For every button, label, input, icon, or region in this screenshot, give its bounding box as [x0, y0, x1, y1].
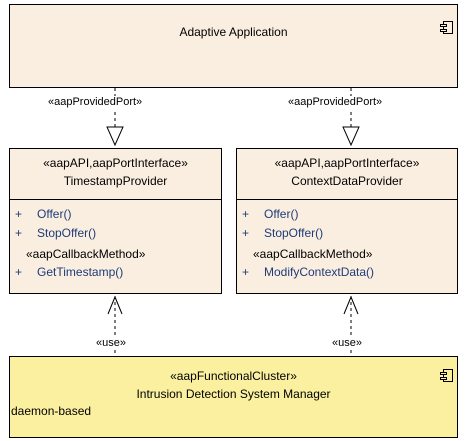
use-label-1: «use»	[94, 337, 128, 350]
compartment-divider	[237, 199, 457, 200]
visibility-marker: +	[15, 207, 23, 221]
provided-port-label-2: «aapProvidedPort»	[288, 96, 383, 109]
visibility-marker: +	[242, 207, 250, 221]
callback-stereotype: «aapCallbackMethod»	[26, 247, 146, 261]
operation-name: ModifyContextData()	[264, 265, 375, 279]
component-icon	[440, 369, 453, 382]
use-arrow-2	[343, 295, 359, 315]
operation-name: StopOffer()	[37, 226, 97, 240]
interface-timestamp-provider: «aapAPI,aapPortInterface» TimestampProvi…	[9, 148, 222, 294]
use-arrow-1	[107, 295, 123, 315]
realization-arrow-1	[106, 126, 124, 147]
component-icon	[440, 21, 453, 34]
application-title: Adaptive Application	[179, 25, 288, 39]
visibility-marker: +	[242, 226, 250, 240]
interface-name: TimestampProvider	[63, 174, 168, 188]
visibility-marker: +	[242, 265, 250, 279]
operation-name: StopOffer()	[264, 226, 324, 240]
operation-name: Offer()	[264, 207, 299, 221]
compartment-divider	[10, 199, 221, 200]
operation-name: Offer()	[37, 207, 72, 221]
realization-arrow-2	[342, 126, 360, 147]
provided-port-label-1: «aapProvidedPort»	[48, 96, 143, 109]
use-label-2: «use»	[330, 337, 364, 350]
visibility-marker: +	[15, 265, 23, 279]
functional-cluster-component: «aapFunctionalCluster» Intrusion Detecti…	[9, 356, 458, 438]
cluster-name: Intrusion Detection System Manager	[136, 387, 331, 401]
interface-context-data-provider: «aapAPI,aapPortInterface» ContextDataPro…	[236, 148, 458, 294]
callback-stereotype: «aapCallbackMethod»	[253, 247, 373, 261]
visibility-marker: +	[15, 226, 23, 240]
interface-name: ContextDataProvider	[291, 174, 403, 188]
interface-stereotype: «aapAPI,aapPortInterface»	[274, 156, 420, 170]
operation-name: GetTimestamp()	[37, 265, 124, 279]
adaptive-application-component: Adaptive Application	[9, 4, 458, 88]
interface-stereotype: «aapAPI,aapPortInterface»	[43, 156, 188, 170]
cluster-property: daemon-based	[11, 404, 92, 418]
cluster-stereotype: «aapFunctionalCluster»	[170, 369, 297, 383]
